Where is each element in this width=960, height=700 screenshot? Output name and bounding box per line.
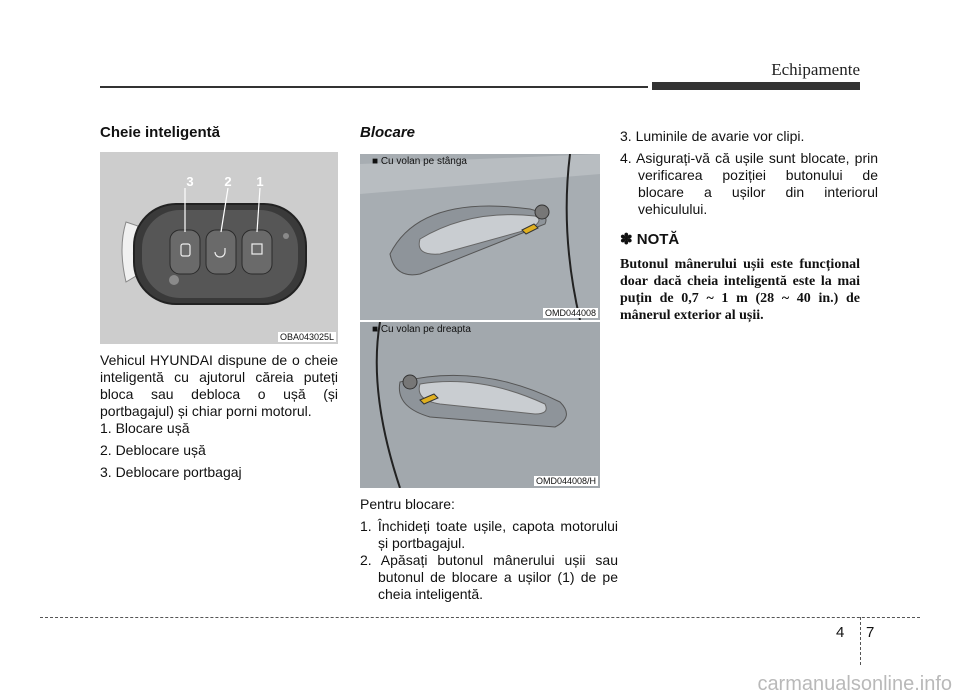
smart-key-illustration: 3 2 1 — [100, 152, 338, 344]
footer-dashed-rule — [40, 617, 920, 618]
watermark: carmanualsonline.info — [757, 673, 952, 695]
section-title: Echipamente — [771, 60, 860, 79]
caption-right-hand-drive: ■ Cu volan pe dreapta — [372, 324, 471, 335]
list-item-trunk: 3. Deblocare portbagaj — [100, 464, 242, 480]
door-handle-illustration — [360, 322, 600, 488]
caption-left-hand-drive: ■ Cu volan pe stânga — [372, 156, 467, 167]
intro-paragraph: Vehicul HYUNDAI dispune de o cheie intel… — [100, 352, 338, 419]
locking-step-2: 2. Apăsați butonul mânerului ușii sau bu… — [360, 552, 618, 602]
figure-code: OBA043025L — [277, 332, 336, 342]
figure-door-right-hand-drive: ■ Cu volan pe dreapta OMD044008/H — [360, 322, 600, 488]
locking-step-4: 4. Asigurați-vă că ușile sunt blocate, p… — [620, 150, 878, 217]
figure-door-left-hand-drive: ■ Cu volan pe stânga OMD044008 — [360, 154, 600, 320]
locking-lead: Pentru blocare: — [360, 496, 455, 512]
door-handle-illustration — [360, 154, 600, 320]
figure-code: OMD044008/H — [533, 476, 598, 486]
callout-2: 2 — [224, 174, 231, 189]
callout-1: 1 — [256, 174, 263, 189]
note-body: Butonul mânerului ușii este funcțional d… — [620, 257, 860, 323]
list-item-lock: 1. Blocare ușă — [100, 420, 190, 436]
heading-locking: Blocare — [360, 124, 416, 141]
page-number: 7 — [866, 624, 875, 641]
list-item-unlock: 2. Deblocare ușă — [100, 442, 206, 458]
locking-step-3: 3. Luminile de avarie vor clipi. — [620, 128, 805, 144]
footer-divider — [860, 617, 861, 665]
figure-smart-key: 3 2 1 OBA043025L — [100, 152, 338, 344]
note-heading: ✽ NOTĂ — [620, 231, 680, 248]
figure-code: OMD044008 — [542, 308, 598, 318]
callout-3: 3 — [186, 174, 193, 189]
locking-step-1: 1. Închideți toate ușile, capota motorul… — [360, 518, 618, 551]
header-bar — [652, 82, 860, 90]
chapter-number: 4 — [836, 624, 845, 641]
heading-smart-key: Cheie inteligentă — [100, 124, 221, 141]
header-rule — [100, 86, 648, 88]
